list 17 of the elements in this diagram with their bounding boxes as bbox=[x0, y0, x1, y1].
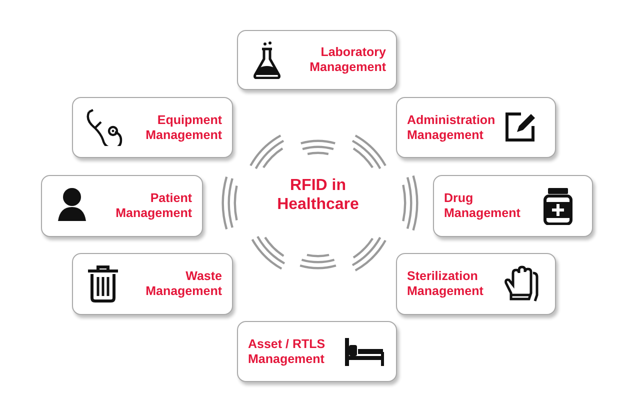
category-label: Waste Management bbox=[144, 269, 222, 299]
category-label: Laboratory Management bbox=[308, 45, 386, 75]
center-heading: RFID in Healthcare bbox=[276, 176, 360, 214]
category-label: Patient Management bbox=[114, 191, 192, 221]
category-card bbox=[41, 175, 203, 237]
category-card bbox=[72, 97, 233, 158]
category-label: Equipment Management bbox=[144, 112, 222, 142]
category-label: Asset / RTLS Management bbox=[248, 336, 326, 366]
category-card bbox=[72, 253, 233, 315]
category-card bbox=[237, 321, 397, 382]
category-label: Drug Management bbox=[444, 191, 522, 221]
category-label: Sterilization Management bbox=[407, 269, 484, 299]
category-card bbox=[237, 30, 397, 90]
category-card bbox=[396, 253, 556, 315]
category-label: Administration Management bbox=[407, 112, 496, 142]
category-card bbox=[396, 97, 556, 158]
category-card bbox=[433, 175, 593, 237]
